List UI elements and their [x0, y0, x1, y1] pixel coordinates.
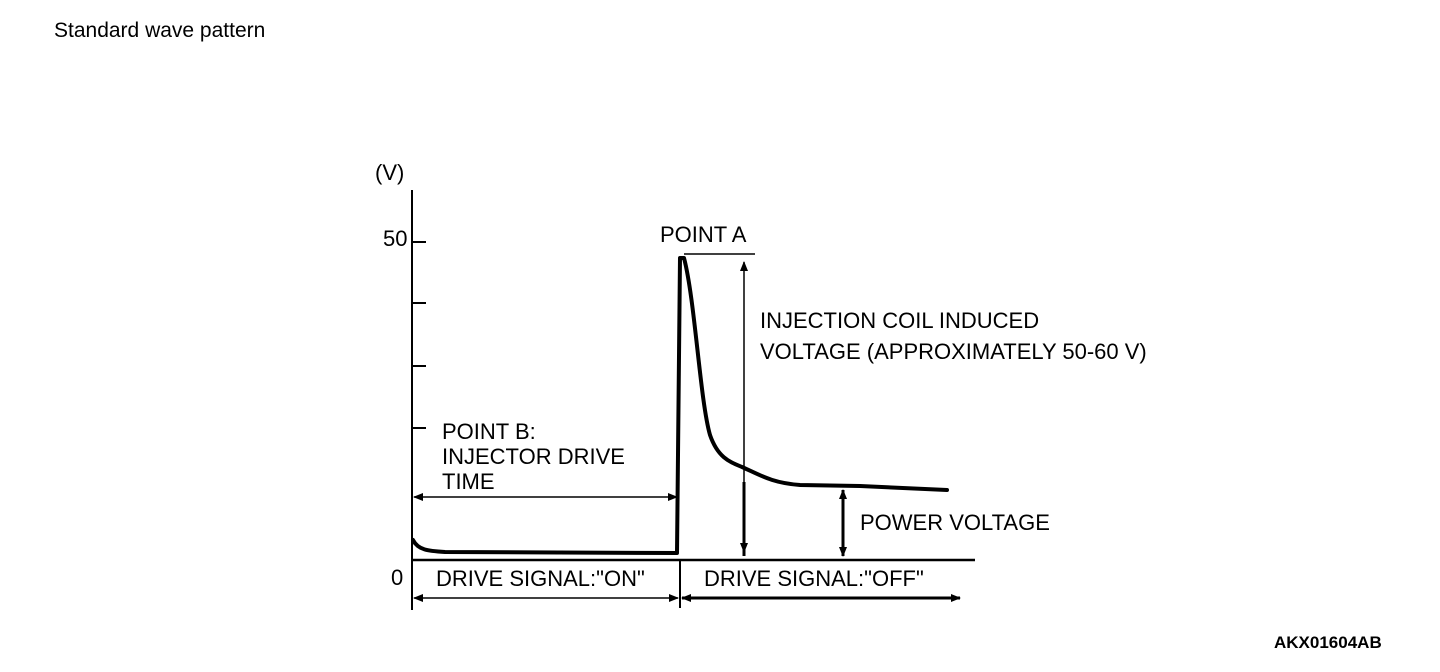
- point-a-label: POINT A: [660, 222, 747, 247]
- induced-voltage-label-line1: INJECTION COIL INDUCED: [760, 308, 1039, 333]
- induced-voltage-label-line2: VOLTAGE (APPROXIMATELY 50-60 V): [760, 339, 1147, 364]
- power-voltage-label: POWER VOLTAGE: [860, 510, 1050, 535]
- drive-signal-on-label: DRIVE SIGNAL:"ON": [436, 566, 645, 591]
- drive-signal-off-label: DRIVE SIGNAL:"OFF": [704, 566, 924, 591]
- point-b-label-line1: POINT B:: [442, 419, 536, 444]
- injector-waveform: [411, 256, 949, 555]
- y-tick-label-0: 0: [391, 565, 403, 590]
- y-axis-unit-label: (V): [375, 160, 404, 185]
- point-b-label-line2: INJECTOR DRIVE: [442, 444, 625, 469]
- point-b-label-line3: TIME: [442, 469, 495, 494]
- page-title: Standard wave pattern: [54, 19, 266, 42]
- figure-code: AKX01604AB: [1274, 633, 1382, 652]
- y-tick-label-50: 50: [383, 226, 407, 251]
